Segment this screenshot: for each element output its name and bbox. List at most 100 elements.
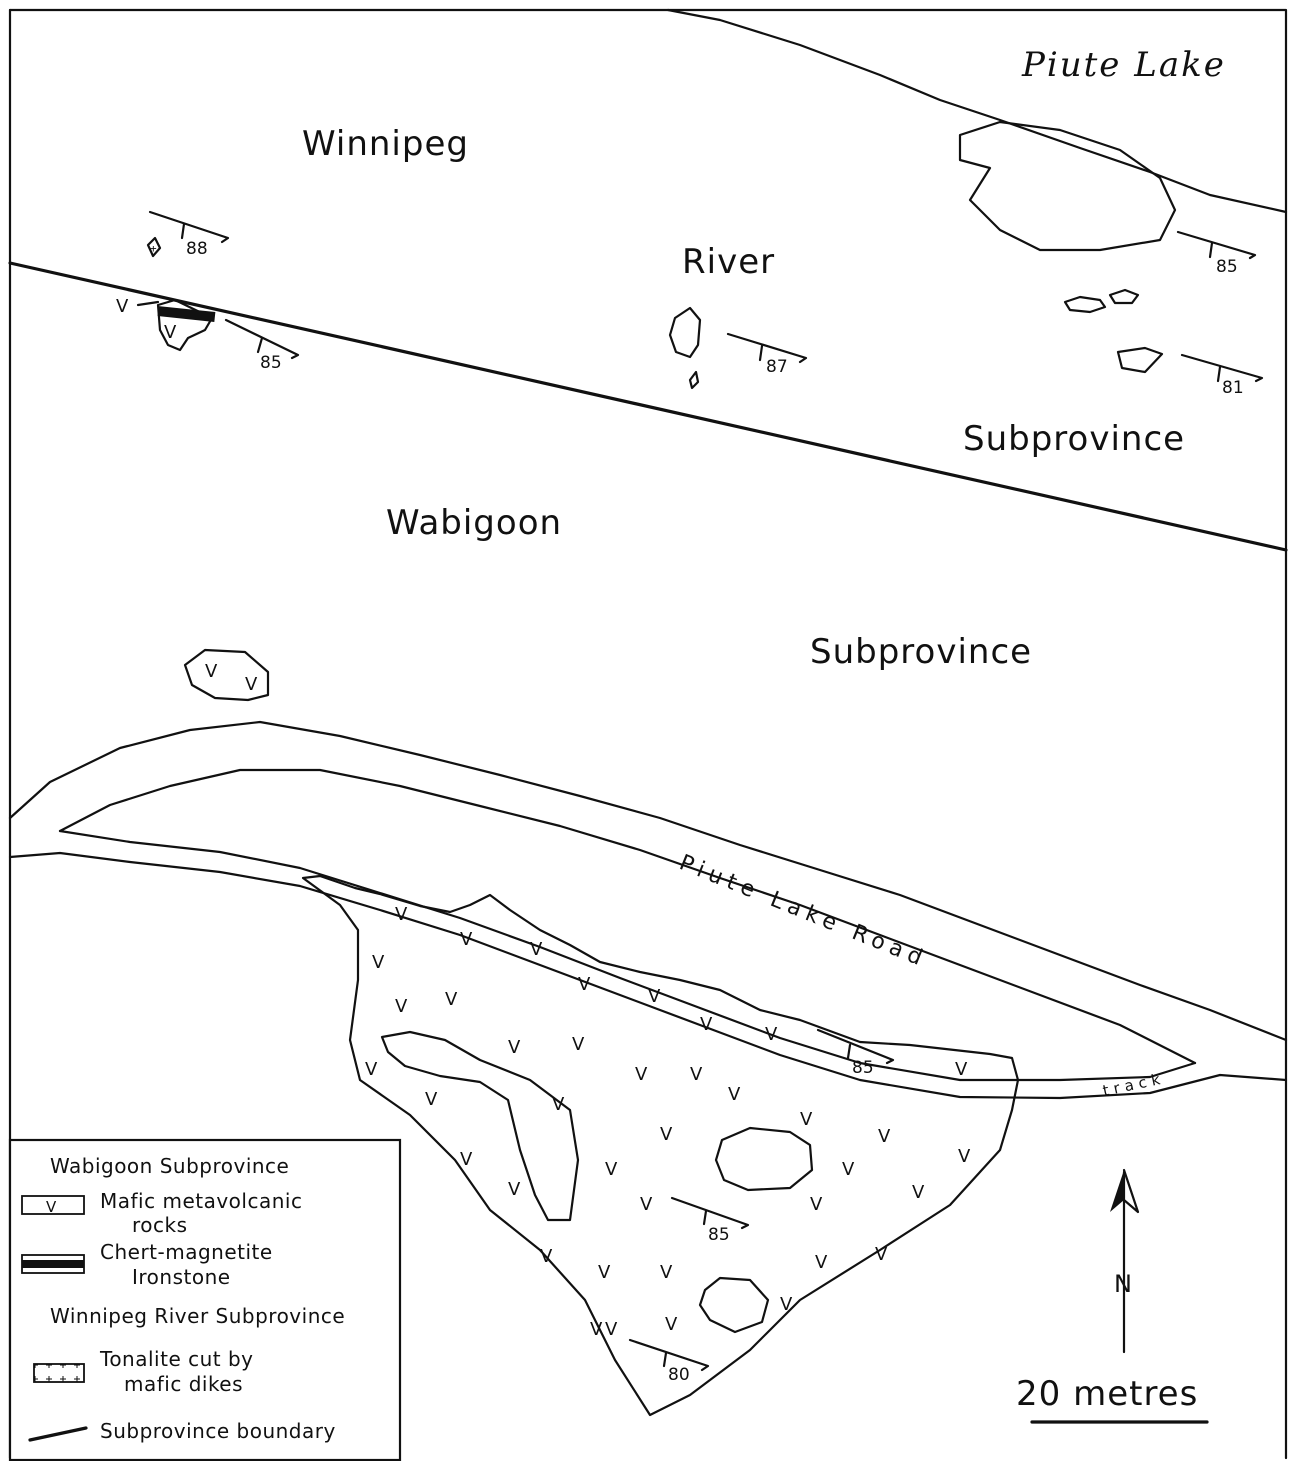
mafic-outcrop-west: VV xyxy=(183,648,270,702)
tonalite-body-small-2 xyxy=(1108,288,1140,305)
svg-text:V: V xyxy=(665,1314,678,1335)
svg-text:81: 81 xyxy=(1222,378,1244,398)
svg-text:V: V xyxy=(842,1159,855,1180)
subprovince-boundary xyxy=(8,261,1288,552)
strike-dip-1: 88 xyxy=(148,210,230,259)
svg-text:V: V xyxy=(365,1059,378,1080)
legend-mafic-line2: rocks xyxy=(132,1213,188,1237)
strike-dip-4: 85 xyxy=(1176,230,1257,277)
north-label: N xyxy=(1114,1270,1132,1298)
legend-mafic-line1: Mafic metavolcanic xyxy=(100,1189,302,1213)
svg-text:V: V xyxy=(552,1094,565,1115)
svg-text:V: V xyxy=(572,1034,585,1055)
svg-text:V: V xyxy=(605,1159,618,1180)
svg-text:V: V xyxy=(765,1024,778,1045)
svg-text:V: V xyxy=(460,1149,473,1170)
svg-text:V: V xyxy=(116,296,129,317)
strike-dip-5: 81 xyxy=(1180,353,1264,398)
wabigoon-label: Wabigoon xyxy=(386,503,562,543)
svg-text:85: 85 xyxy=(852,1058,874,1078)
map-labels: Piute Lake Winnipeg River Subprovince Wa… xyxy=(302,45,1226,1100)
tonalite-body-mid xyxy=(668,306,702,359)
road-label: Piute Lake Road xyxy=(676,850,931,973)
tonalite-bodies: + xyxy=(146,120,1177,390)
svg-text:V: V xyxy=(395,996,408,1017)
tonalite-body-large xyxy=(958,120,1177,252)
track-label: track xyxy=(1101,1069,1167,1100)
strike-dip-3: 87 xyxy=(726,332,808,377)
svg-text:V: V xyxy=(660,1124,673,1145)
tonalite-body-west xyxy=(146,236,162,258)
strike-dip-7: 85 xyxy=(670,1196,750,1245)
svg-text:V: V xyxy=(598,1262,611,1283)
svg-text:V: V xyxy=(540,1246,553,1267)
svg-text:V: V xyxy=(508,1037,521,1058)
svg-text:V: V xyxy=(690,1064,703,1085)
river-label: River xyxy=(682,242,775,282)
tonalite-body-small-1 xyxy=(1063,295,1107,314)
svg-text:V: V xyxy=(460,929,473,950)
scale-bar: 20 metres xyxy=(1016,1374,1209,1424)
svg-text:V: V xyxy=(810,1194,823,1215)
svg-text:87: 87 xyxy=(766,357,788,377)
svg-text:V: V xyxy=(875,1244,888,1265)
strike-dip-symbols: 88 85 87 85 81 85 85 80 xyxy=(148,210,1264,1385)
legend-mafic-swatch xyxy=(21,1195,85,1215)
svg-text:V: V xyxy=(660,1262,673,1283)
tonalite-body-tiny xyxy=(688,370,700,390)
tonalite-body-small-3 xyxy=(1116,346,1164,374)
svg-text:V: V xyxy=(590,1319,603,1340)
svg-text:V: V xyxy=(640,1194,653,1215)
ironstone-outcrop: V V xyxy=(116,296,216,352)
svg-text:V: V xyxy=(648,986,661,1007)
legend: Wabigoon Subprovince V Mafic metavolcani… xyxy=(8,1138,402,1461)
scale-label: 20 metres xyxy=(1016,1374,1198,1414)
svg-text:V: V xyxy=(878,1126,891,1147)
svg-text:V: V xyxy=(508,1179,521,1200)
strike-dip-8: 80 xyxy=(628,1338,710,1385)
legend-heading-winnipeg: Winnipeg River Subprovince xyxy=(50,1304,345,1328)
subprovince-lower-label: Subprovince xyxy=(810,632,1032,672)
svg-text:V: V xyxy=(205,661,218,682)
svg-text:V: V xyxy=(445,989,458,1010)
svg-text:V: V xyxy=(912,1182,925,1203)
legend-mafic-symbol: V xyxy=(46,1198,57,1216)
north-arrow: N xyxy=(1110,1168,1140,1354)
svg-text:80: 80 xyxy=(668,1365,690,1385)
legend-tonalite-line2: mafic dikes xyxy=(124,1372,243,1396)
strike-dip-2: 85 xyxy=(224,318,300,373)
svg-text:V: V xyxy=(425,1089,438,1110)
legend-chert-line1: Chert-magnetite xyxy=(100,1240,273,1264)
legend-heading-wabigoon: Wabigoon Subprovince xyxy=(50,1154,289,1178)
legend-chert-line2: Ironstone xyxy=(132,1265,231,1289)
svg-text:V: V xyxy=(728,1084,741,1105)
svg-text:85: 85 xyxy=(1216,257,1238,277)
svg-text:V: V xyxy=(700,1014,713,1035)
svg-text:V: V xyxy=(800,1109,813,1130)
outcrop-hole-west xyxy=(380,1030,580,1222)
lake-shoreline xyxy=(666,8,1288,214)
svg-text:V: V xyxy=(605,1319,618,1340)
svg-text:+: + xyxy=(150,242,157,255)
svg-text:V: V xyxy=(372,952,385,973)
strike-dip-6: 85 xyxy=(816,1028,895,1078)
svg-text:85: 85 xyxy=(260,353,282,373)
lake-label: Piute Lake xyxy=(1021,45,1226,85)
legend-boundary-label: Subprovince boundary xyxy=(100,1419,336,1443)
svg-text:V: V xyxy=(245,674,258,695)
svg-text:V: V xyxy=(780,1294,793,1315)
outcrop-hole-south xyxy=(698,1276,770,1334)
piute-lake-road xyxy=(8,720,1288,1100)
svg-text:V: V xyxy=(635,1064,648,1085)
subprovince-upper-label: Subprovince xyxy=(963,419,1185,459)
svg-text:88: 88 xyxy=(186,239,208,259)
svg-text:85: 85 xyxy=(708,1225,730,1245)
outcrop-hole-center xyxy=(714,1126,814,1192)
svg-text:V: V xyxy=(164,322,177,343)
winnipeg-label: Winnipeg xyxy=(302,124,469,164)
svg-text:V: V xyxy=(958,1146,971,1167)
legend-tonalite-swatch xyxy=(33,1363,85,1383)
